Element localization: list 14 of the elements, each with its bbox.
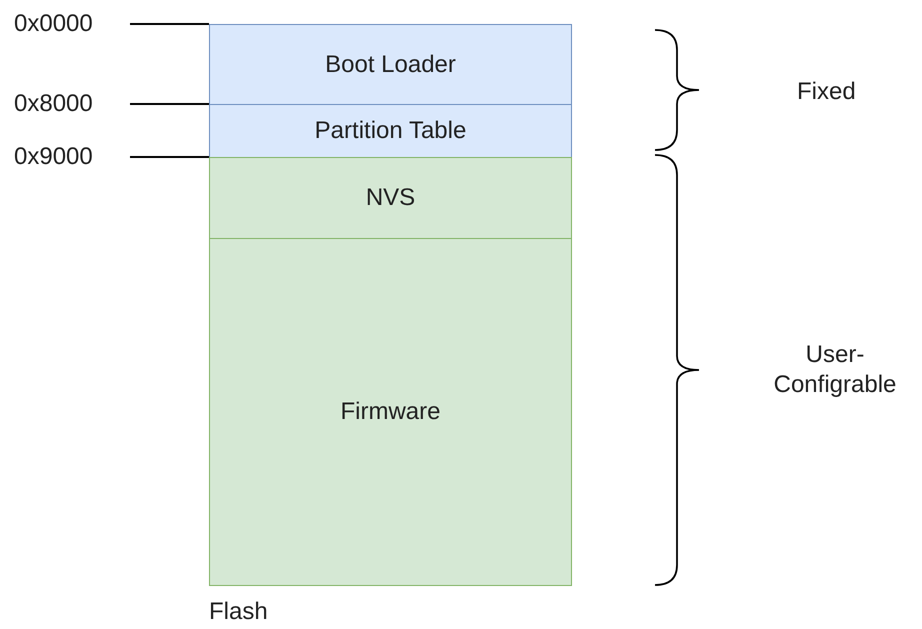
memory-region [209, 24, 572, 105]
region-label: Boot Loader [325, 50, 456, 78]
region-group-label: User- Configrable [772, 340, 898, 400]
address-label: 0x9000 [14, 142, 93, 172]
memory-name-label: Flash [209, 597, 268, 627]
address-label: 0x0000 [14, 9, 93, 39]
memory-region [209, 104, 572, 158]
memory-region [209, 238, 572, 586]
region-label: Partition Table [314, 117, 466, 145]
address-label: 0x8000 [14, 89, 93, 119]
region-group-label: Fixed [797, 77, 856, 107]
region-label: Firmware [340, 398, 440, 426]
memory-region [209, 157, 572, 239]
region-label: NVS [366, 184, 416, 212]
